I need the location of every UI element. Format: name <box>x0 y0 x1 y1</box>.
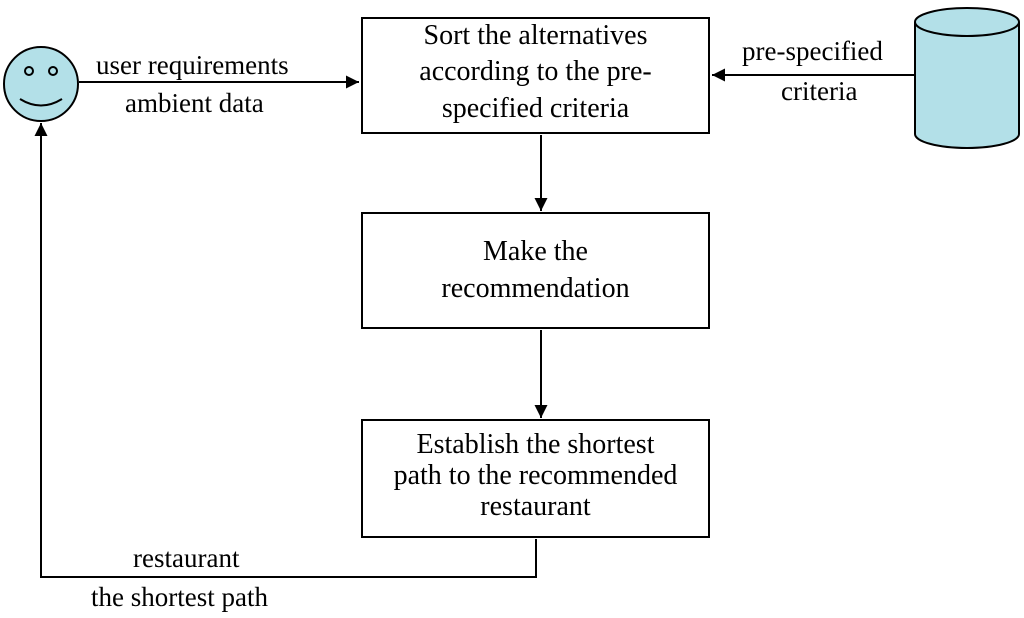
user-requirements-label: user requirements <box>96 50 289 80</box>
the-shortest-path-label: the shortest path <box>91 582 268 612</box>
sort-alternatives-box: Sort the alternatives according to the p… <box>361 17 710 134</box>
shortest-path-box: Establish the shortest path to the recom… <box>361 419 710 538</box>
user-smiley-icon <box>3 46 79 122</box>
pre-specified-label: pre-specified <box>742 36 883 66</box>
criteria-database-icon <box>914 7 1020 149</box>
shortest-path-label: Establish the shortest path to the recom… <box>393 428 678 523</box>
ambient-data-label: ambient data <box>125 88 264 118</box>
criteria-label: criteria <box>781 76 858 106</box>
make-recommendation-box: Make the recommendation <box>361 212 710 329</box>
sort-alternatives-label: Sort the alternatives according to the p… <box>419 19 652 124</box>
arrow-path-to-user <box>34 123 537 578</box>
make-recommendation-label: Make the recommendation <box>441 236 630 304</box>
restaurant-label: restaurant <box>133 543 240 573</box>
